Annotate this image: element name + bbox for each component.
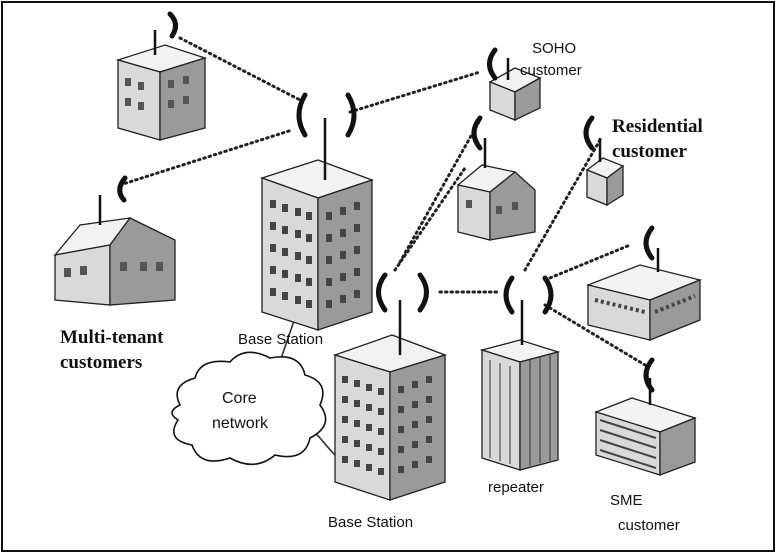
residential-label: Residential customer xyxy=(612,116,708,162)
repeater-label: repeater xyxy=(488,479,544,496)
multi-tenant-office-building xyxy=(115,30,208,141)
base-station-label-2: Base Station xyxy=(328,514,413,531)
wave-icon xyxy=(487,47,498,81)
base-station-label-1: Base Station xyxy=(238,331,323,348)
wave-icon xyxy=(583,115,595,151)
residential-house-middle xyxy=(456,138,536,241)
wave-icon xyxy=(117,175,128,203)
residential-flat-building xyxy=(585,248,703,341)
soho-label: SOHO customer xyxy=(520,40,582,79)
multi-tenant-label: Multi-tenant customers xyxy=(60,327,168,373)
core-network-cloud xyxy=(171,351,327,466)
wave-icon xyxy=(503,275,554,315)
base-station-tower-1 xyxy=(259,118,374,331)
residential-house-small xyxy=(585,138,625,207)
wave-icon xyxy=(643,225,655,261)
soho-house xyxy=(488,58,542,122)
base-station-tower-2 xyxy=(332,300,448,501)
wave-icon xyxy=(167,11,178,39)
wave-icon xyxy=(376,272,429,313)
wave-icon xyxy=(471,115,483,151)
repeater-tower xyxy=(479,300,561,471)
core-network-label: Core network xyxy=(212,390,269,432)
multi-tenant-house xyxy=(53,195,176,306)
wireless-links xyxy=(118,36,647,367)
sme-label: SME customer xyxy=(610,492,680,534)
wave-icon xyxy=(643,357,655,393)
wave-icon xyxy=(296,92,357,138)
